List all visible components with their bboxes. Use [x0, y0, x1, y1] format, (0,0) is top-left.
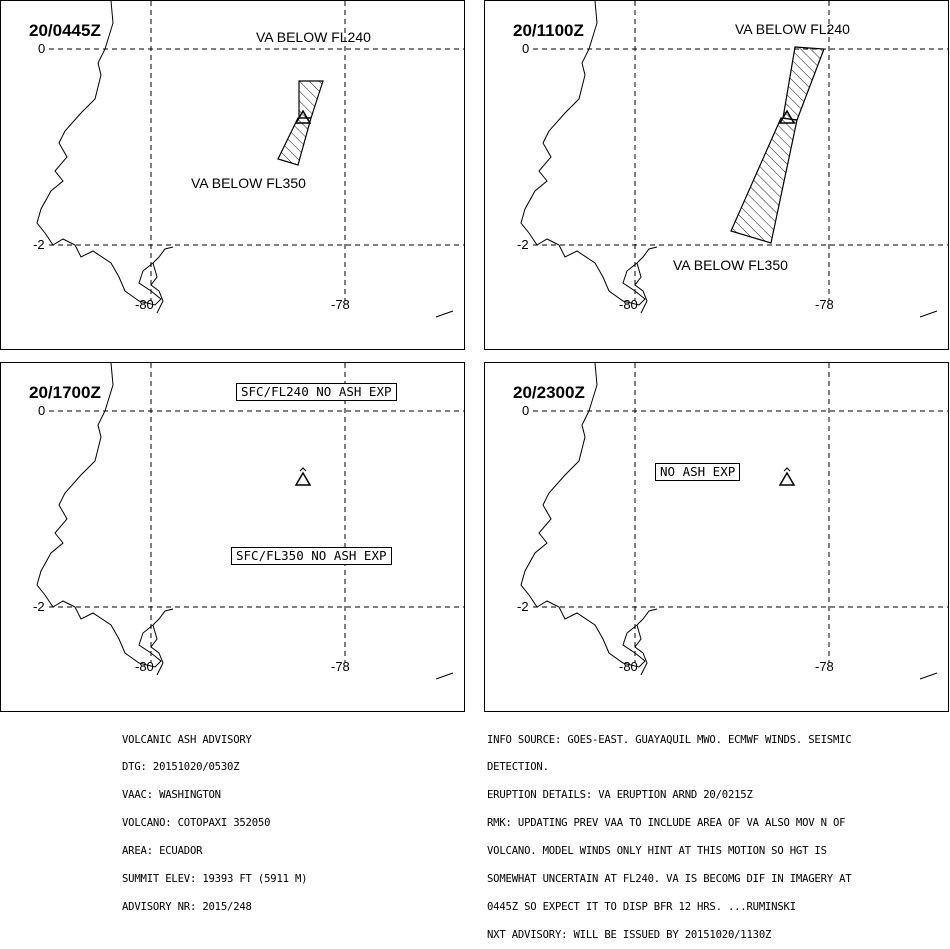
- lat-label-top: 0: [38, 41, 46, 56]
- lat-label-bottom: -2: [517, 599, 529, 614]
- lon-label-left: -80: [619, 659, 638, 674]
- coastline: [36, 363, 454, 680]
- advisory-line: AREA: ECUADOR: [122, 845, 203, 858]
- info-line: RMK: UPDATING PREV VAA TO INCLUDE AREA O…: [487, 817, 846, 830]
- advisory-remarks: INFO SOURCE: GOES-EAST. GUAYAQUIL MWO. E…: [487, 717, 852, 949]
- volcano-icon: [778, 109, 796, 124]
- lat-label-bottom: -2: [33, 599, 45, 614]
- info-line: VOLCANO. MODEL WINDS ONLY HINT AT THIS M…: [487, 845, 827, 858]
- va-label-fl350: VA BELOW FL350: [673, 257, 788, 273]
- lon-label-right: -78: [815, 659, 834, 674]
- lat-label-top: 0: [38, 403, 46, 418]
- info-line: SOMEWHAT UNCERTAIN AT FL240. VA IS BECOM…: [487, 873, 852, 886]
- ash-area-fl350: [730, 117, 798, 244]
- volcano-icon: [294, 467, 312, 486]
- forecast-panel-0445z: 20/0445Z 0 -2 -80 -78 VA BELOW FL240 VA …: [0, 0, 465, 350]
- info-line: ERUPTION DETAILS: VA ERUPTION ARND 20/02…: [487, 789, 753, 802]
- advisory-line: VOLCANO: COTOPAXI 352050: [122, 817, 271, 830]
- advisory-line: VOLCANIC ASH ADVISORY: [122, 733, 252, 746]
- panel-time: 20/2300Z: [513, 383, 585, 402]
- no-ash-box-fl350: SFC/FL350 NO ASH EXP: [231, 547, 392, 565]
- advisory-line: DTG: 20151020/0530Z: [122, 761, 240, 774]
- forecast-panel-1100z: 20/1100Z 0 -2 -80 -78 VA BELOW FL240 VA …: [484, 0, 949, 350]
- panel-time: 20/1700Z: [29, 383, 101, 402]
- va-label-fl350: VA BELOW FL350: [191, 175, 306, 191]
- va-label-fl240: VA BELOW FL240: [256, 29, 371, 45]
- volcano-icon: [294, 109, 312, 124]
- va-label-fl240: VA BELOW FL240: [735, 21, 850, 37]
- no-ash-box: NO ASH EXP: [655, 463, 741, 481]
- lon-label-right: -78: [815, 297, 834, 312]
- ash-area-fl350: [277, 117, 312, 166]
- lon-label-left: -80: [619, 297, 638, 312]
- info-line: INFO SOURCE: GOES-EAST. GUAYAQUIL MWO. E…: [487, 733, 852, 746]
- lat-label-bottom: -2: [33, 237, 45, 252]
- map-2300z: [520, 363, 948, 680]
- ash-area-fl240: [782, 46, 825, 121]
- advisory-header: VOLCANIC ASH ADVISORY DTG: 20151020/0530…: [122, 717, 308, 922]
- coastline: [36, 1, 454, 318]
- info-line: NXT ADVISORY: WILL BE ISSUED BY 20151020…: [487, 928, 772, 941]
- coastline: [520, 363, 938, 680]
- lon-label-left: -80: [135, 659, 154, 674]
- advisory-line: SUMMIT ELEV: 19393 FT (5911 M): [122, 873, 308, 886]
- lat-label-top: 0: [522, 41, 530, 56]
- forecast-panel-2300z: 20/2300Z 0 -2 -80 -78 NO ASH EXP: [484, 362, 949, 712]
- info-line: DETECTION.: [487, 761, 549, 774]
- map-1100z: [520, 1, 948, 318]
- lat-label-top: 0: [522, 403, 530, 418]
- lat-label-bottom: -2: [517, 237, 529, 252]
- map-1700z: [36, 363, 464, 680]
- no-ash-box-fl240: SFC/FL240 NO ASH EXP: [236, 383, 397, 401]
- map-0445z: [36, 1, 464, 318]
- lon-label-right: -78: [331, 659, 350, 674]
- volcano-icon: [778, 467, 796, 486]
- lon-label-left: -80: [135, 297, 154, 312]
- lon-label-right: -78: [331, 297, 350, 312]
- advisory-line: ADVISORY NR: 2015/248: [122, 900, 252, 913]
- forecast-panel-1700z: 20/1700Z 0 -2 -80 -78 SFC/FL240 NO ASH E…: [0, 362, 465, 712]
- panel-time: 20/1100Z: [513, 21, 584, 40]
- advisory-line: VAAC: WASHINGTON: [122, 789, 221, 802]
- info-line: 0445Z SO EXPECT IT TO DISP BFR 12 HRS. .…: [487, 900, 796, 913]
- panel-time: 20/0445Z: [29, 21, 101, 40]
